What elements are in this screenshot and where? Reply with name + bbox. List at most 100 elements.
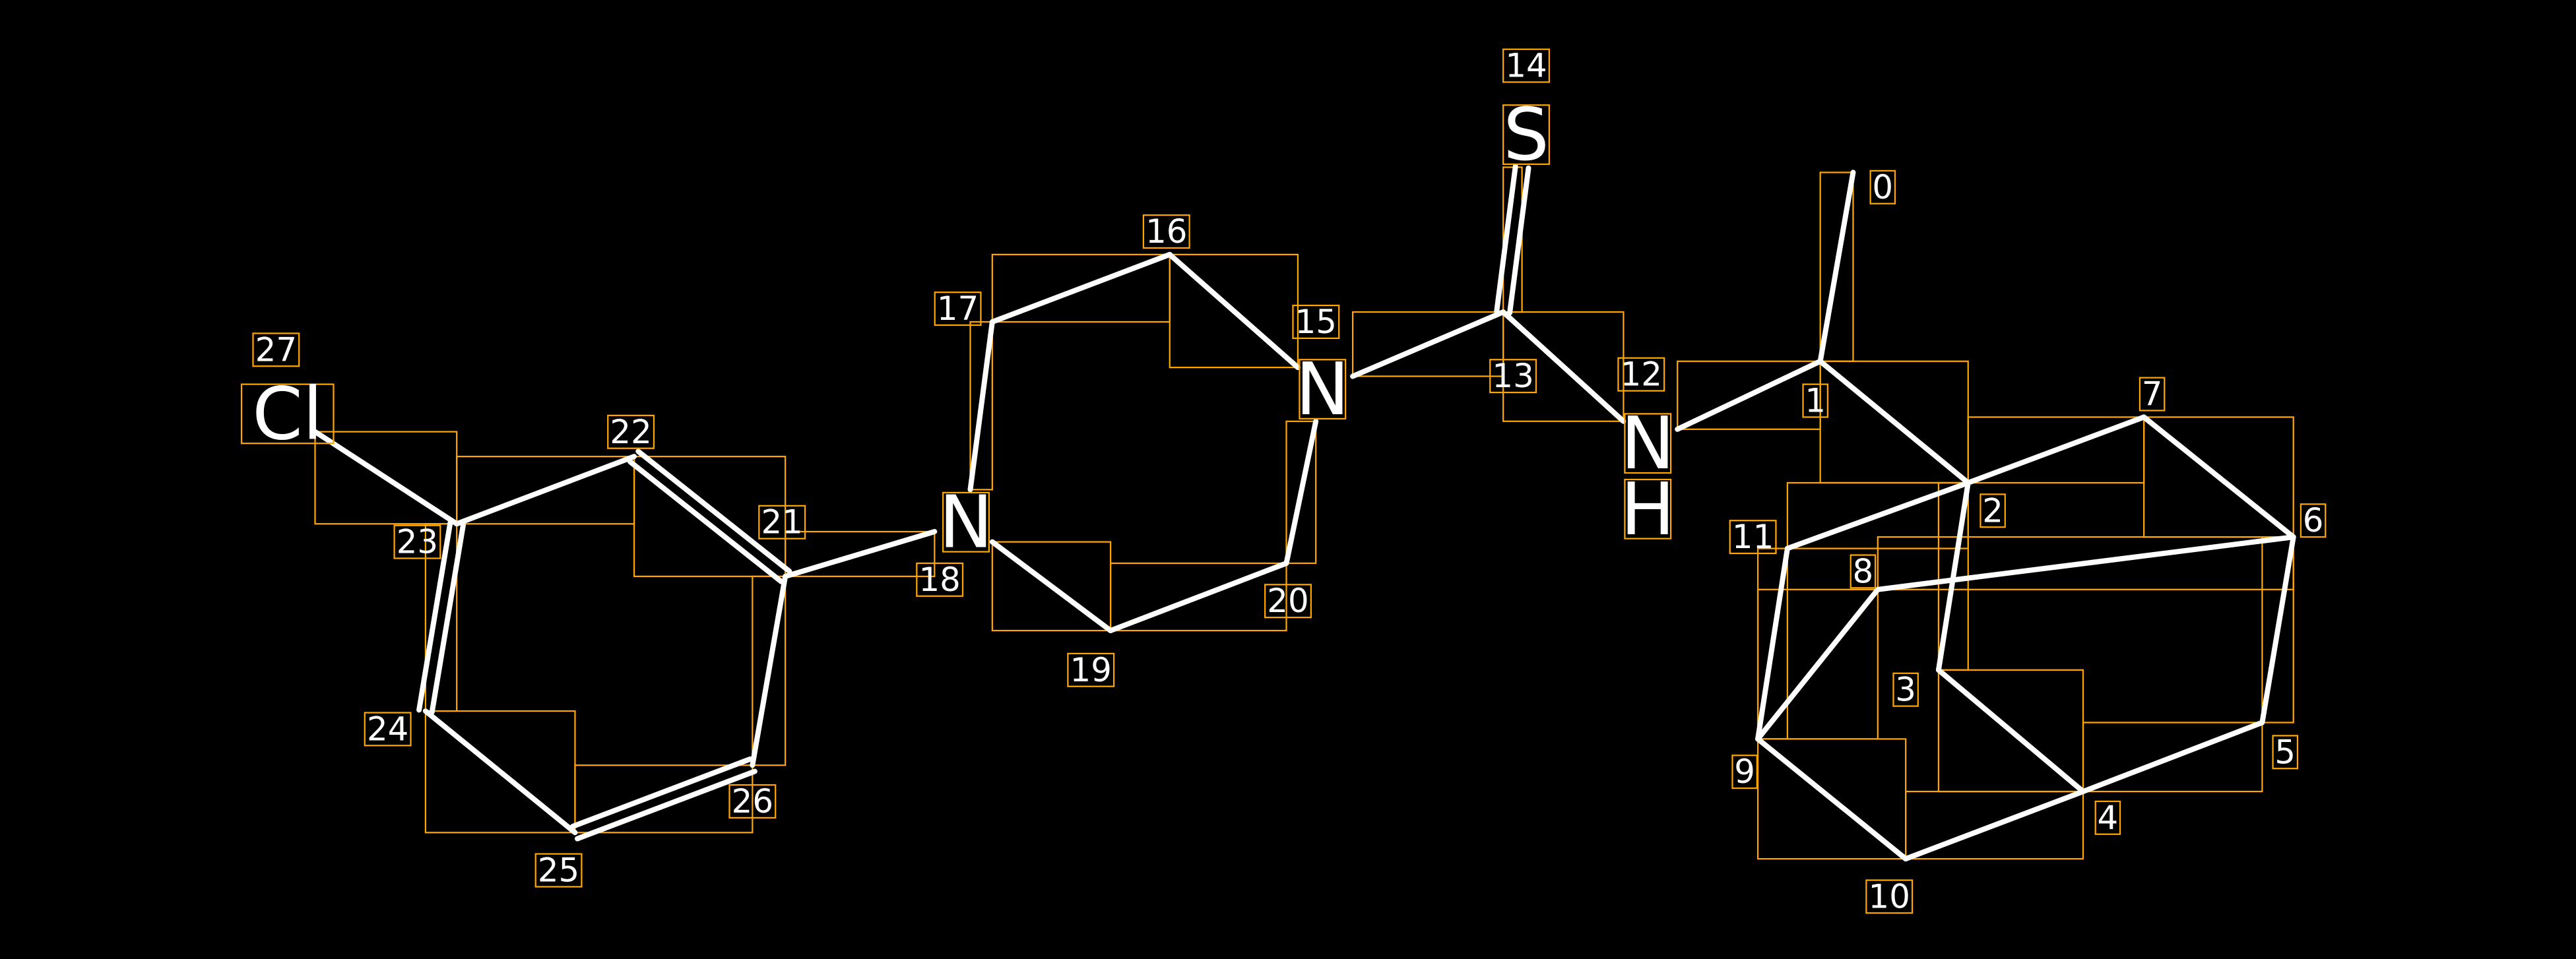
bond-boxes: [314, 166, 2294, 860]
bond-box: [1877, 536, 2294, 590]
single-bond-line: [312, 429, 460, 527]
atom-index-box: [1802, 383, 1828, 418]
double-bond-line: [1494, 164, 1518, 314]
atom-index-box: [1292, 304, 1340, 340]
atom-index-box: [1892, 672, 1919, 707]
single-bond-line: [1755, 545, 1790, 742]
bond-box: [1677, 360, 1821, 430]
atom-index-box: [1502, 48, 1550, 83]
atom-index-label: 26: [732, 782, 773, 820]
atom-index-label: 22: [610, 413, 651, 451]
atom-index-box: [916, 562, 964, 597]
double-bond-line: [429, 522, 467, 715]
atom-index-box: [1617, 357, 1665, 392]
element-box: [240, 383, 335, 445]
atom-index-label: 1: [1805, 381, 1826, 419]
atom-labels: 0123456789101112NH1314S15N161718N1920212…: [240, 47, 2327, 915]
single-bond-line: [1167, 251, 1301, 371]
atom-index-box: [1865, 879, 1914, 914]
single-bond-line: [1784, 480, 1971, 551]
atom-index-label: 8: [1853, 552, 1874, 590]
double-bond-line: [575, 768, 757, 842]
atom-index-box: [252, 332, 300, 367]
double-bond-line: [635, 449, 792, 574]
atom-index-box: [607, 414, 655, 449]
single-bond-line: [1108, 560, 1289, 634]
single-bond-line: [1755, 736, 1909, 862]
atom-index-box: [2094, 800, 2121, 835]
atom-index-box: [728, 784, 777, 819]
atom-index-box: [1142, 214, 1190, 249]
atom-index-label: 15: [1295, 303, 1337, 341]
single-bond-line: [989, 539, 1114, 634]
atom-index-box: [364, 712, 412, 747]
atom-index-label: 10: [1869, 877, 1910, 915]
single-bond-line: [454, 454, 637, 527]
bond-box: [1351, 311, 1504, 377]
double-bond-line: [569, 756, 753, 829]
single-bond-line: [750, 573, 789, 768]
atom-index-label: 17: [937, 290, 979, 328]
atom-index-label: 16: [1145, 212, 1187, 251]
single-bond-line: [2141, 414, 2296, 540]
element-symbol-cl: Cl: [252, 371, 323, 456]
atom-index-box: [2300, 503, 2327, 538]
bond-box: [1905, 790, 2084, 860]
atom-index-label: 0: [1872, 168, 1893, 206]
atom-index-box: [2139, 377, 2166, 412]
bond-box: [1285, 420, 1317, 565]
single-bond-line: [422, 708, 578, 836]
element-symbol-s: S: [1503, 92, 1549, 177]
atom-index-label: 6: [2303, 501, 2324, 540]
element-box: [942, 491, 990, 553]
atom-index-label: 4: [2098, 799, 2119, 837]
atom-index-label: 27: [255, 330, 297, 369]
atom-index-label: 11: [1732, 518, 1774, 556]
single-bond-line: [989, 251, 1173, 325]
single-bond-line: [2259, 534, 2296, 726]
atom-index-box: [1980, 493, 2006, 528]
bond-box: [1786, 481, 1969, 549]
atom-index-label: 13: [1492, 357, 1533, 395]
atom-index-box: [2272, 735, 2299, 770]
single-bond-line: [1817, 170, 1856, 364]
atom-index-box: [934, 292, 982, 326]
double-bond-line: [627, 458, 784, 584]
single-bond-line: [967, 319, 995, 493]
atom-index-label: 20: [1267, 582, 1308, 620]
single-bond-line: [1875, 534, 2296, 592]
double-bond-line: [1507, 165, 1531, 316]
single-bond-line: [1903, 789, 2086, 862]
hydrogen-symbol: H: [1621, 467, 1675, 551]
atom-index-label: 18: [918, 561, 960, 599]
atom-index-label: 21: [761, 503, 802, 541]
atom-index-label: 7: [2142, 375, 2163, 414]
single-bond-line: [1935, 667, 2086, 795]
double-bond-line: [416, 520, 453, 713]
single-bond-line: [1283, 418, 1319, 566]
atom-index-box: [393, 524, 441, 559]
single-bond-line: [783, 529, 938, 579]
hydrogen-box: [1624, 478, 1672, 540]
atom-index-label: 23: [397, 523, 438, 561]
element-symbol-n: N: [1621, 401, 1675, 485]
bond-box: [314, 431, 458, 525]
atom-index-box: [1850, 554, 1877, 589]
single-bond-line: [1935, 480, 1971, 673]
element-symbol-n: N: [1295, 347, 1349, 431]
single-bond-line: [1675, 358, 1823, 432]
single-bond-line: [1817, 358, 1971, 485]
single-bond-line: [1350, 309, 1506, 379]
bond-box: [1502, 166, 1523, 313]
bond-box: [574, 764, 754, 834]
atom-index-label: 24: [367, 710, 408, 748]
single-bond-line: [1500, 309, 1626, 424]
bond-box: [1109, 562, 1287, 632]
atom-index-label: 12: [1621, 356, 1662, 394]
atom-index-box: [1067, 652, 1115, 687]
atom-index-label: 14: [1505, 47, 1547, 85]
atom-index-box: [1729, 520, 1777, 555]
atom-index-box: [1731, 755, 1758, 789]
atom-index-box: [758, 505, 806, 540]
atom-index-label: 5: [2274, 733, 2296, 771]
